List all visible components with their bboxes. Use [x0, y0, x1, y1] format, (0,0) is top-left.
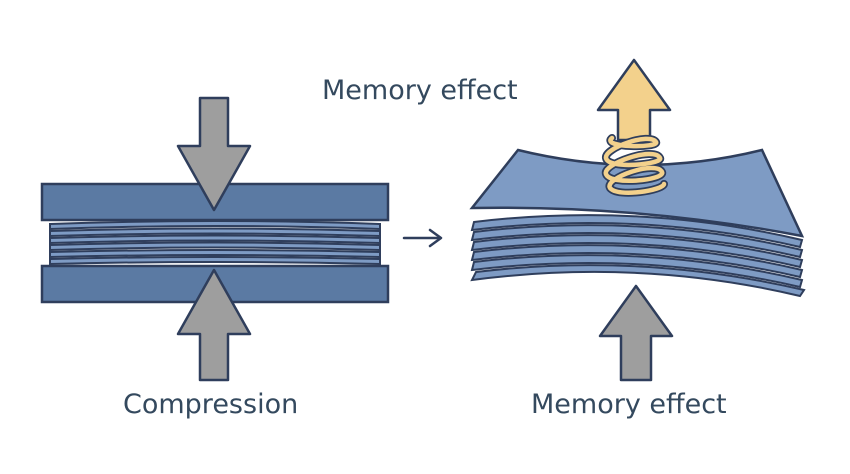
compressed-sheet-6 — [49, 256, 381, 266]
compressed-sheet-4 — [49, 241, 381, 252]
expanded-stack — [469, 148, 806, 298]
compressed-sheets — [49, 220, 381, 266]
expanded-sheet-5 — [470, 254, 804, 289]
expanded-sheet-1 — [470, 214, 804, 249]
release-arrow-icon — [596, 58, 672, 142]
expanded-sheet-4 — [470, 244, 804, 279]
compressed-sheet-3 — [49, 234, 381, 245]
compressed-sheet-5 — [49, 249, 381, 259]
arrow-right-icon — [402, 228, 443, 248]
push-up-arrow-icon — [598, 284, 674, 382]
top-memory-effect-label: Memory effect — [322, 75, 518, 106]
spring-icon — [602, 134, 668, 197]
compressed-sheet-1 — [49, 220, 381, 231]
compression-label: Compression — [123, 389, 299, 420]
expanded-sheet-bottom — [470, 264, 806, 298]
bottom-memory-effect-label: Memory effect — [531, 389, 727, 420]
compressed-sheet-2 — [49, 227, 381, 238]
expanded-sheet-3 — [470, 234, 804, 269]
expanded-sheet-2 — [470, 224, 804, 259]
arrow-up-icon — [176, 268, 252, 382]
arrow-down-icon — [176, 96, 252, 212]
